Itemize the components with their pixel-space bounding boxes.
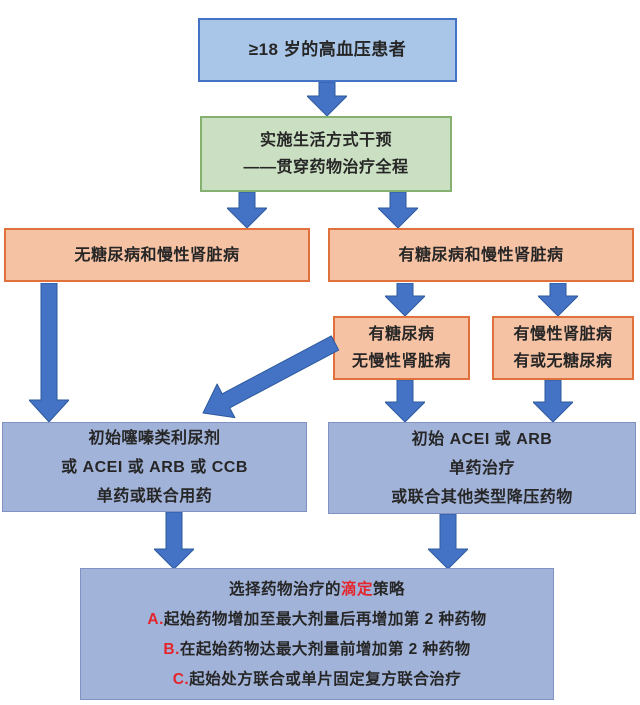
- node-patient: ≥18 岁的高血压患者: [198, 18, 457, 82]
- node-therapy-right-line1: 初始 ACEI 或 ARB: [411, 430, 553, 448]
- arrow-patient-to-lifestyle: [307, 82, 347, 116]
- node-patient-label: ≥18 岁的高血压患者: [248, 40, 407, 59]
- titration-item-c: C.起始处方联合或单片固定复方联合治疗: [173, 665, 462, 695]
- node-therapy-left-line1: 初始噻嗪类利尿剂: [88, 429, 221, 447]
- titration-item-b: B.在起始药物达最大剂量前增加第 2 种药物: [163, 635, 470, 665]
- titration-title-post: 策略: [373, 581, 406, 598]
- node-therapy-left-line3: 单药或联合用药: [96, 487, 213, 505]
- node-therapy-left: 初始噻嗪类利尿剂 或 ACEI 或 ARB 或 CCB 单药或联合用药: [2, 422, 307, 512]
- titration-item-b-prefix: B.: [163, 641, 180, 658]
- titration-item-c-prefix: C.: [172, 671, 190, 688]
- titration-item-c-text: 起始处方联合或单片固定复方联合治疗: [189, 671, 462, 688]
- arrow-dm-ckd-to-dm-no-ckd: [385, 283, 425, 316]
- titration-item-b-text: 在起始药物达最大剂量前增加第 2 种药物: [179, 641, 471, 658]
- arrow-therapy-left-to-titration: [154, 512, 194, 569]
- node-dm-no-ckd: 有糖尿病 无慢性肾脏病: [333, 316, 470, 380]
- node-ckd-any-dm: 有慢性肾脏病 有或无糖尿病: [492, 316, 634, 380]
- node-no-dm-ckd: 无糖尿病和慢性肾脏病: [4, 228, 310, 282]
- node-lifestyle-line2: ——贯穿药物治疗全程: [243, 159, 409, 176]
- arrow-ckd-any-dm-to-therapy-right: [533, 380, 573, 422]
- node-titration-title: 选择药物治疗的滴定策略: [229, 575, 405, 605]
- node-ckd-any-dm-line1: 有慢性肾脏病: [513, 326, 613, 343]
- titration-item-a-text: 起始药物增加至最大剂量后再增加第 2 种药物: [163, 611, 487, 628]
- arrow-dm-no-ckd-to-therapy-right: [385, 380, 425, 422]
- node-dm-ckd-label: 有糖尿病和慢性肾脏病: [398, 246, 564, 264]
- node-lifestyle-line1: 实施生活方式干预: [259, 132, 392, 149]
- titration-item-a-prefix: A.: [147, 611, 164, 628]
- arrow-no-dm-ckd-to-therapy-left: [29, 283, 69, 422]
- node-dm-no-ckd-line2: 无慢性肾脏病: [351, 353, 451, 370]
- arrow-dm-ckd-to-ckd-any-dm: [538, 283, 578, 316]
- node-therapy-right-line2: 单药治疗: [448, 459, 515, 477]
- arrow-dm-no-ckd-to-therapy-left: [202, 335, 340, 419]
- node-therapy-right-line3: 或联合其他类型降压药物: [391, 488, 573, 506]
- node-titration: 选择药物治疗的滴定策略 A.起始药物增加至最大剂量后再增加第 2 种药物 B.在…: [80, 568, 554, 700]
- arrow-lifestyle-to-dm-ckd: [378, 192, 418, 228]
- node-dm-ckd: 有糖尿病和慢性肾脏病: [328, 228, 634, 282]
- node-therapy-left-line2: 或 ACEI 或 ARB 或 CCB: [61, 458, 248, 476]
- titration-title-pre: 选择药物治疗的: [228, 581, 341, 598]
- node-dm-no-ckd-line1: 有糖尿病: [368, 326, 435, 343]
- arrow-therapy-right-to-titration: [428, 514, 468, 569]
- node-ckd-any-dm-line2: 有或无糖尿病: [513, 353, 613, 370]
- node-lifestyle: 实施生活方式干预 ——贯穿药物治疗全程: [200, 116, 452, 192]
- arrow-lifestyle-to-no-dm-ckd: [227, 192, 267, 228]
- node-therapy-right: 初始 ACEI 或 ARB 单药治疗 或联合其他类型降压药物: [328, 422, 636, 514]
- titration-title-highlight: 滴定: [340, 581, 373, 598]
- titration-item-a: A.起始药物增加至最大剂量后再增加第 2 种药物: [147, 605, 486, 635]
- node-no-dm-ckd-label: 无糖尿病和慢性肾脏病: [74, 246, 240, 264]
